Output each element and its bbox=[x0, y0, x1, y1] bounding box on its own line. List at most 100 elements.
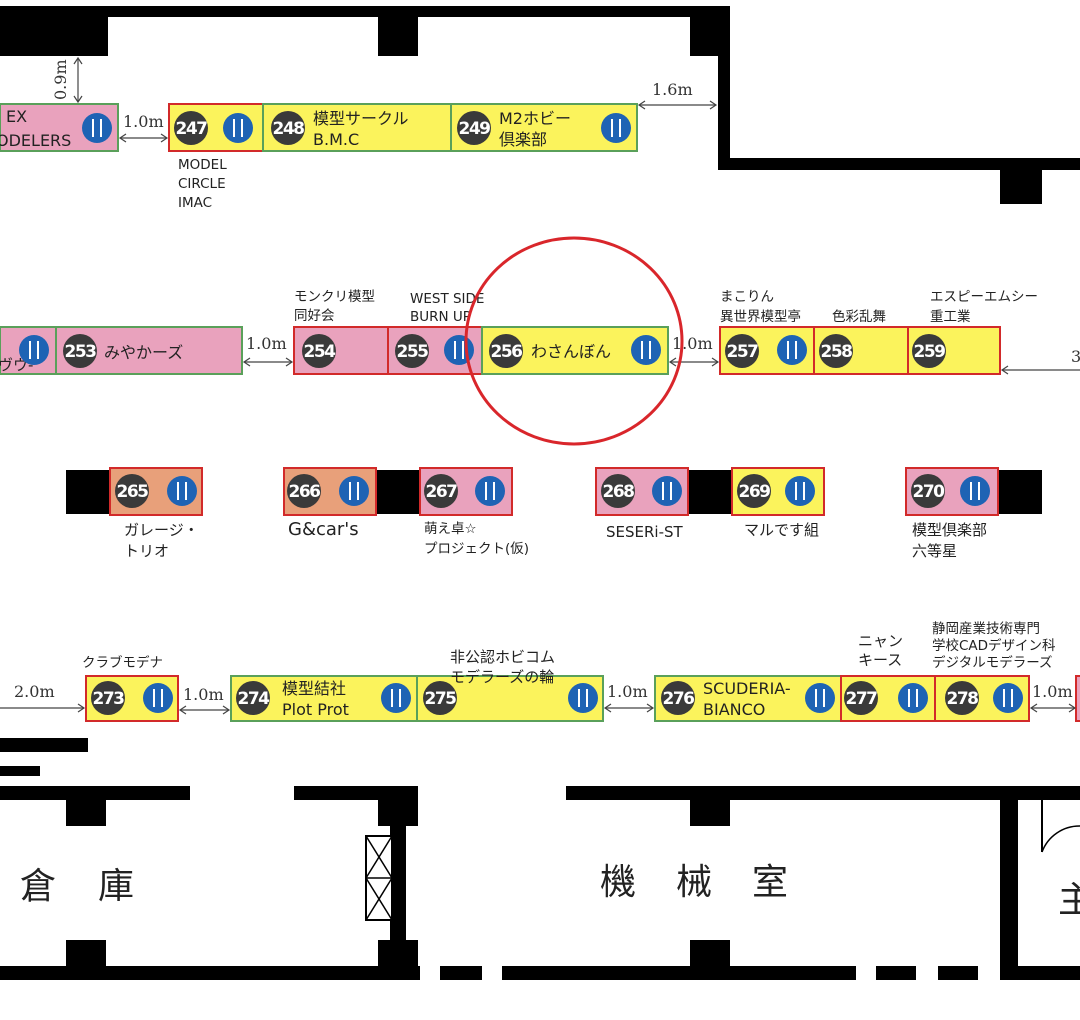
room-storage-char-1: 倉 bbox=[20, 866, 56, 907]
booth-276-label-1: SCUDERIA- bbox=[703, 679, 791, 698]
booth-number: 257 bbox=[727, 342, 759, 362]
booth-number-badge bbox=[457, 111, 491, 145]
wall-bottom bbox=[938, 966, 978, 980]
row-1: EX ODELERS 247 MODEL CIRCLE IMAC 248 模型サ… bbox=[0, 103, 638, 211]
booth-278-label-3: デジタルモデラーズ bbox=[932, 654, 1053, 671]
booth-247-label-3: IMAC bbox=[178, 195, 212, 211]
table-icon bbox=[785, 476, 815, 506]
booth-258-label: 色彩乱舞 bbox=[832, 308, 886, 325]
wall-bottom bbox=[502, 966, 856, 980]
booth-number: 268 bbox=[603, 482, 635, 502]
table-icon bbox=[568, 683, 598, 713]
wall-bottom bbox=[0, 966, 420, 980]
booth-number: 253 bbox=[65, 342, 97, 362]
booth-268-label: SESERi-ST bbox=[606, 523, 684, 541]
booth-269-label: マルです組 bbox=[744, 521, 819, 539]
door-swing bbox=[1041, 825, 1080, 853]
booth-247-label-2: CIRCLE bbox=[178, 176, 226, 192]
table-icon bbox=[652, 476, 682, 506]
booth-259-label-1: エスピーエムシー bbox=[930, 289, 1038, 305]
booth-number: 273 bbox=[93, 689, 125, 709]
booth-277-label-2: キース bbox=[858, 651, 902, 669]
booth-254-label-1: モンクリ模型 bbox=[294, 289, 375, 305]
booth-number: 266 bbox=[289, 482, 321, 502]
booth-274-label-1: 模型結社 bbox=[282, 679, 346, 698]
dim-1-0: 1.0m bbox=[246, 334, 287, 353]
table-icon bbox=[223, 113, 253, 143]
wall-bottom bbox=[876, 966, 916, 980]
booth-number-badge bbox=[819, 334, 853, 368]
column-block bbox=[688, 470, 732, 514]
walls bbox=[0, 6, 1080, 980]
booth-number-badge bbox=[63, 334, 97, 368]
booth-256-label: わさんぼん bbox=[531, 342, 611, 361]
booth-270-label-1: 模型倶楽部 bbox=[912, 521, 987, 539]
dim-3: 3 bbox=[1071, 347, 1080, 366]
booth-number-badge bbox=[945, 681, 979, 715]
table-icon bbox=[805, 683, 835, 713]
booth-number-badge bbox=[912, 334, 946, 368]
row-4: 273 クラブモデナ 274 模型結社 Plot Prot 275 非公認ホビコ… bbox=[82, 621, 1080, 722]
booth-255-label-2: BURN UP bbox=[410, 309, 471, 325]
pillar bbox=[690, 940, 730, 980]
booth-275-label-2: モデラーズの輪 bbox=[450, 668, 554, 686]
booth-number: 256 bbox=[491, 342, 523, 362]
booth-257-label-1: まこりん bbox=[720, 289, 774, 305]
table-icon bbox=[167, 476, 197, 506]
table-icon bbox=[601, 113, 631, 143]
booth-248-label-2: B.M.C bbox=[313, 130, 359, 149]
wall-divider bbox=[1000, 786, 1018, 980]
table-icon bbox=[475, 476, 505, 506]
booth-number: 269 bbox=[739, 482, 771, 502]
booth-number: 255 bbox=[397, 342, 429, 362]
booth-276-label-2: BIANCO bbox=[703, 700, 765, 719]
room-machine-char-3: 室 bbox=[752, 862, 788, 903]
booth-number: 277 bbox=[846, 689, 878, 709]
pillar bbox=[378, 6, 418, 56]
booth-255-label-1: WEST SIDE bbox=[410, 291, 484, 307]
booth-ex-label-2: ODELERS bbox=[0, 131, 71, 150]
wall-fragment bbox=[0, 766, 40, 776]
booth-257-label-2: 異世界模型亭 bbox=[720, 308, 801, 325]
pillar bbox=[0, 6, 108, 56]
dim-1-0: 1.0m bbox=[607, 682, 648, 701]
dim-0-9: 0.9m bbox=[51, 59, 70, 100]
table-icon bbox=[339, 476, 369, 506]
booth-267-label-1: 萌え卓☆ bbox=[424, 521, 477, 537]
booth-number-badge bbox=[737, 474, 771, 508]
table-icon bbox=[19, 335, 49, 365]
booth-number-badge bbox=[91, 681, 125, 715]
booth-253-label: みやかーズ bbox=[104, 343, 183, 362]
booth-number: 249 bbox=[459, 119, 491, 139]
pillar bbox=[66, 940, 106, 980]
booth-number-badge bbox=[115, 474, 149, 508]
booth-number: 254 bbox=[304, 342, 337, 362]
booth-number: 278 bbox=[947, 689, 979, 709]
booth-266-label: G&car's bbox=[288, 519, 359, 540]
booth-number: 265 bbox=[117, 482, 149, 502]
booth-number-badge bbox=[725, 334, 759, 368]
booth-number: 259 bbox=[914, 342, 946, 362]
dim-1-0: 1.0m bbox=[1032, 682, 1073, 701]
booth-number-badge bbox=[489, 334, 523, 368]
booth-number-badge bbox=[271, 111, 305, 145]
booth-number-badge bbox=[174, 111, 208, 145]
table-icon bbox=[777, 335, 807, 365]
booth-247-label-1: MODEL bbox=[178, 157, 227, 173]
booth-partial-right[interactable] bbox=[1075, 675, 1080, 722]
highlight-circle bbox=[464, 236, 684, 446]
booth-number-badge bbox=[661, 681, 695, 715]
room-storage-char-2: 庫 bbox=[98, 866, 134, 907]
table-icon bbox=[444, 335, 474, 365]
dim-2-0: 2.0m bbox=[14, 682, 55, 701]
booth-number: 276 bbox=[663, 689, 695, 709]
booth-number-badge bbox=[844, 681, 878, 715]
room-machine-char-1: 機 bbox=[600, 862, 636, 903]
booth-249-label-2: 倶楽部 bbox=[499, 130, 547, 149]
column-block bbox=[998, 470, 1042, 514]
room-machine-char-2: 械 bbox=[676, 862, 712, 903]
table-icon bbox=[631, 335, 661, 365]
booth-267-label-2: プロジェクト(仮) bbox=[424, 541, 529, 557]
booth-249-label-1: M2ホビー bbox=[499, 109, 571, 128]
pillar bbox=[1000, 158, 1042, 204]
